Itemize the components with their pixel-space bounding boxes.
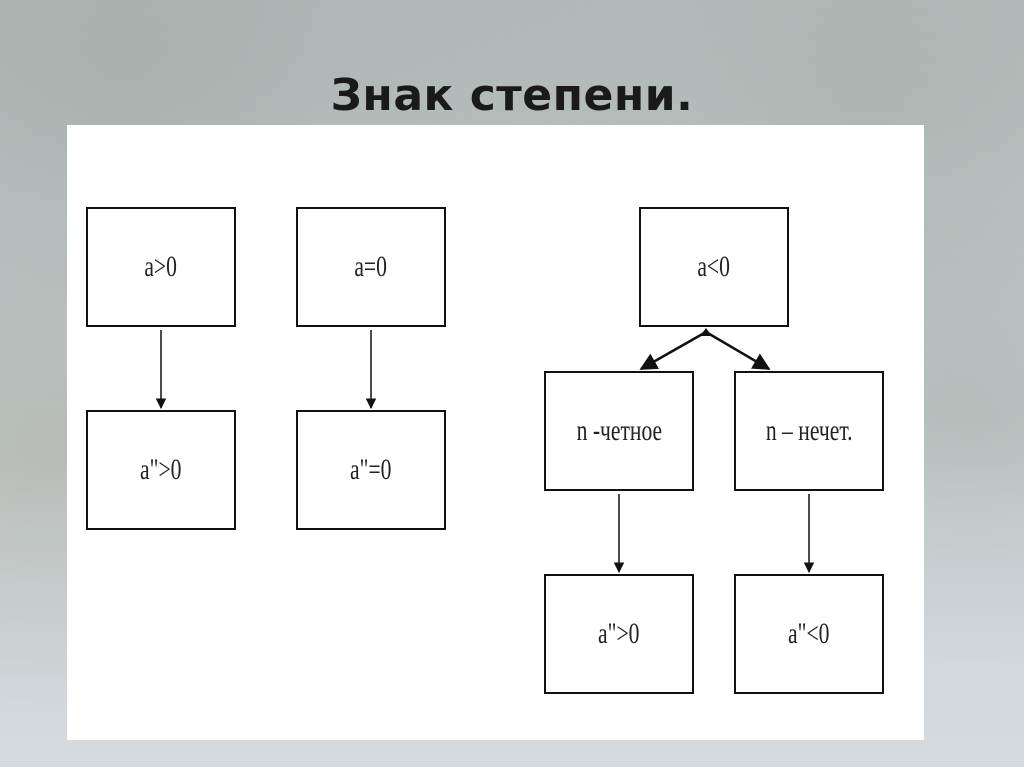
- box-a-zero-result: a"=0: [296, 410, 446, 530]
- box-a-zero: a=0: [296, 207, 446, 327]
- box-odd-result-label: a"<0: [788, 617, 829, 651]
- box-n-even: n -четное: [544, 371, 694, 491]
- box-even-result-label: a">0: [598, 617, 639, 651]
- box-a-positive: a>0: [86, 207, 236, 327]
- box-a-zero-label: a=0: [355, 250, 388, 284]
- box-a-positive-result-label: a">0: [140, 453, 181, 487]
- box-n-odd: n – нечет.: [734, 371, 884, 491]
- box-even-result: a">0: [544, 574, 694, 694]
- box-a-zero-result-label: a"=0: [350, 453, 391, 487]
- box-n-even-label: n -четное: [576, 414, 662, 448]
- box-odd-result: a"<0: [734, 574, 884, 694]
- box-a-negative-label: a<0: [698, 250, 731, 284]
- box-n-odd-label: n – нечет.: [766, 414, 853, 448]
- box-a-positive-result: a">0: [86, 410, 236, 530]
- box-a-negative: a<0: [639, 207, 789, 327]
- box-a-positive-label: a>0: [145, 250, 178, 284]
- slide-title: Знак степени.: [0, 70, 1024, 121]
